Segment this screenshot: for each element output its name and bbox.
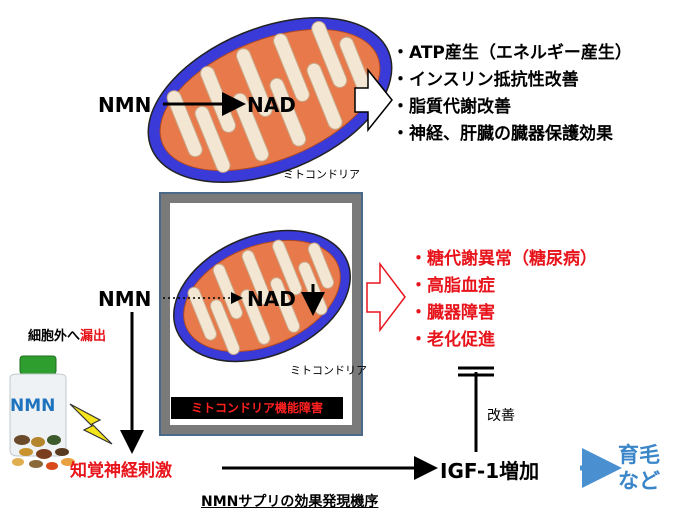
top-outline-arrow bbox=[354, 67, 393, 133]
middle-nmn-label: NMN bbox=[98, 287, 152, 311]
leak-prefix: 細胞外へ bbox=[28, 329, 81, 344]
top-effects-list: ・ATP産生（エネルギー産生） ・インスリン抵抗性改善 ・脂質代謝改善 ・神経、… bbox=[392, 40, 632, 148]
middle-effect-item: ・高脂血症 bbox=[410, 276, 495, 296]
leak-suffix: 漏出 bbox=[80, 329, 107, 344]
top-mito-label: ミトコンドリア bbox=[283, 168, 360, 181]
hair-line-2: など bbox=[618, 469, 660, 493]
leak-label: 細胞外へ漏出 bbox=[28, 325, 106, 344]
middle-effect-item: ・糖代謝異常（糖尿病） bbox=[410, 249, 597, 269]
top-nad-label: NAD bbox=[247, 93, 296, 117]
lightning-icon bbox=[69, 403, 113, 445]
middle-effect-item: ・老化促進 bbox=[410, 330, 495, 350]
caption: NMNサプリの効果発現機序 bbox=[201, 494, 379, 510]
bottle-label: NMN bbox=[10, 396, 56, 416]
supplement-pills-icon bbox=[12, 435, 75, 470]
middle-effect-item: ・臓器障害 bbox=[410, 303, 495, 323]
middle-effects-list: ・糖代謝異常（糖尿病） ・高脂血症 ・臓器障害 ・老化促進 bbox=[410, 246, 597, 354]
middle-nad-label: NAD bbox=[247, 287, 296, 311]
dysfunction-label: ミトコンドリア機能障害 bbox=[171, 397, 343, 419]
top-effect-item: ・インスリン抵抗性改善 bbox=[392, 70, 579, 90]
top-effect-item: ・ATP産生（エネルギー産生） bbox=[392, 43, 632, 63]
hair-growth-label: 育毛 など bbox=[618, 442, 660, 494]
middle-outline-arrow bbox=[366, 261, 406, 333]
middle-mito-label: ミトコンドリア bbox=[290, 364, 367, 377]
igf-label: IGF-1増加 bbox=[440, 459, 540, 483]
mitochondrion-middle bbox=[173, 229, 351, 363]
improve-label: 改善 bbox=[487, 408, 515, 424]
top-nmn-label: NMN bbox=[98, 93, 152, 117]
top-effect-item: ・脂質代謝改善 bbox=[392, 97, 511, 117]
sensory-label: 知覚神経刺激 bbox=[70, 461, 172, 481]
top-effect-item: ・神経、肝臓の臓器保護効果 bbox=[392, 124, 613, 144]
hair-line-1: 育毛 bbox=[618, 443, 660, 467]
